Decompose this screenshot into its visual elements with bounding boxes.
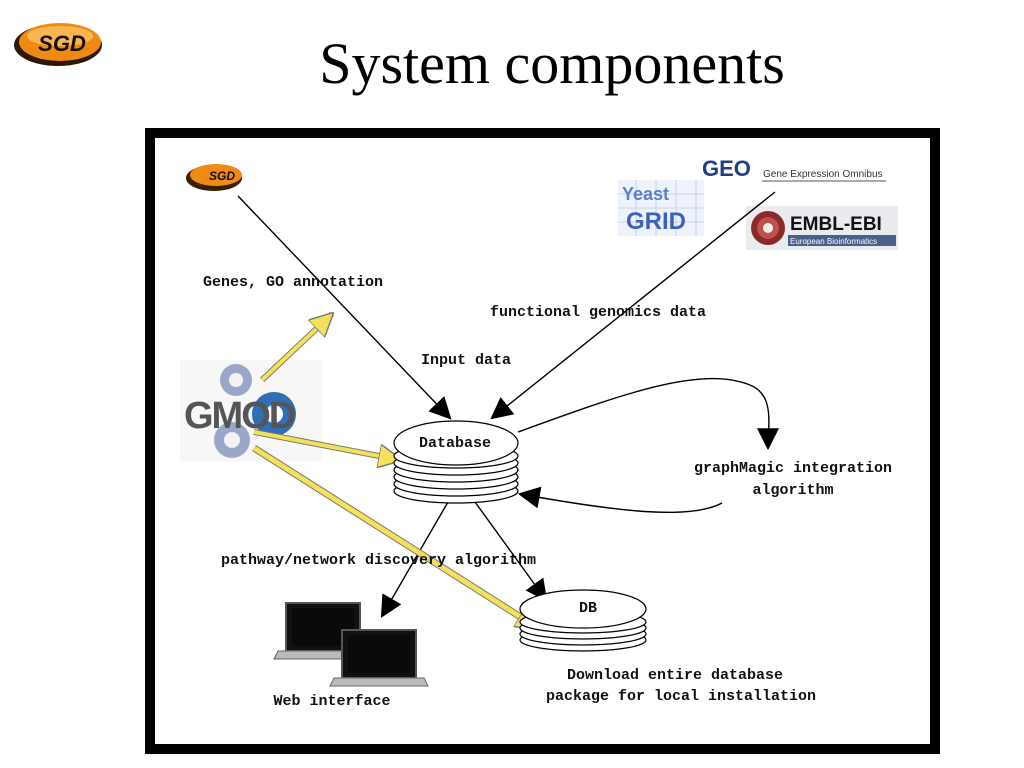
gmod-logo-text: GMOD <box>184 395 295 437</box>
database-stack <box>393 420 519 504</box>
label-graphmagic-2: algorithm <box>752 482 833 499</box>
arrow-database-to-web <box>380 501 449 618</box>
db-stack <box>519 589 647 652</box>
arrow-database-to-db <box>474 501 548 602</box>
label-genes-go: Genes, GO annotation <box>203 274 383 291</box>
label-download-2: package for local installation <box>546 688 816 705</box>
gmod-arrows <box>252 314 538 631</box>
label-functional-genomics: functional genomics data <box>490 304 706 321</box>
yeastgrid-text-1: Yeast <box>622 184 669 204</box>
sgd-logo-text: SGD <box>38 31 86 56</box>
embl-ebi-logo: EMBL-EBI European Bioinformatics <box>746 206 898 250</box>
arrow-database-to-graphmagic <box>517 378 780 451</box>
laptop-icon-2 <box>329 629 429 687</box>
label-pathway: pathway/network discovery algorithm <box>221 552 536 569</box>
sgd-logo: SGD <box>12 18 104 68</box>
sgd-source-logo-text: SGD <box>209 169 235 183</box>
system-diagram: SGD GEO Gene Expression Omnibus Yeast GR… <box>180 152 898 710</box>
arrow-sources-to-database <box>490 191 776 420</box>
label-input-data: Input data <box>421 352 511 369</box>
arrow-graphmagic-to-database <box>517 486 723 514</box>
page-title: System components <box>319 31 785 96</box>
diagram-canvas: SGD GEO Gene Expression Omnibus Yeast GR… <box>155 138 930 744</box>
gmod-logo: GMOD <box>180 360 322 462</box>
yeastgrid-text-2: GRID <box>626 208 686 235</box>
sgd-source-logo: SGD <box>186 164 242 191</box>
label-db: DB <box>579 600 597 617</box>
yeastgrid-logo: Yeast GRID <box>618 180 704 236</box>
label-graphmagic-1: graphMagic integration <box>694 460 892 477</box>
label-database: Database <box>419 435 491 452</box>
geo-caption: Gene Expression Omnibus <box>763 169 883 180</box>
geo-logo: GEO Gene Expression Omnibus <box>702 152 887 184</box>
label-download-1: Download entire database <box>567 667 783 684</box>
laptop-icon <box>273 602 373 660</box>
arrow-sgd-to-database <box>237 195 452 420</box>
label-web-interface: Web interface <box>273 693 390 710</box>
embl-ebi-caption: European Bioinformatics <box>790 237 877 246</box>
geo-logo-text: GEO <box>702 156 751 181</box>
embl-ebi-title: EMBL-EBI <box>790 214 882 235</box>
